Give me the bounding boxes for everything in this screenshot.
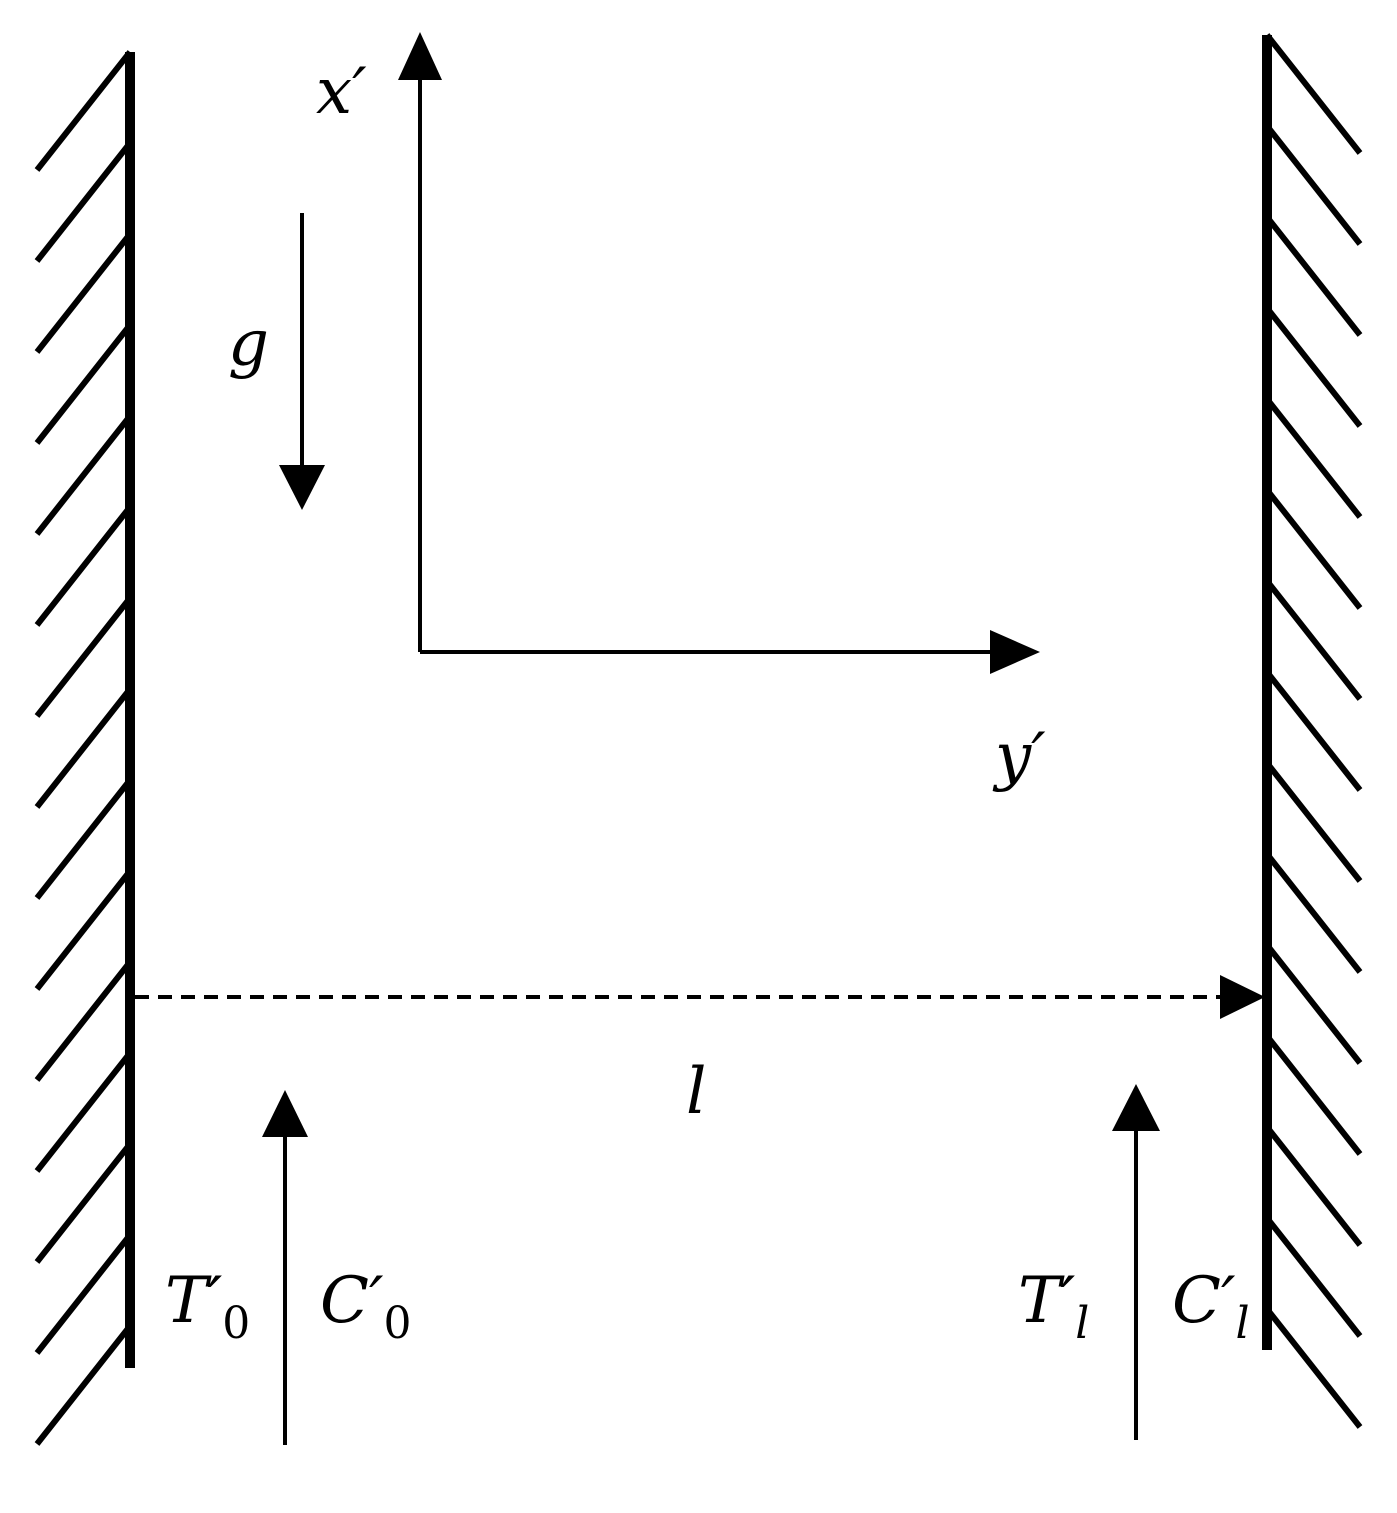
right-wall-hatch-line [1264, 852, 1363, 974]
right-concentration-label: C′l [1172, 1264, 1250, 1349]
left-temperature-label: T′0 [165, 1264, 250, 1349]
x-axis-arrowhead [398, 32, 442, 80]
y-axis-label: y′ [992, 720, 1046, 794]
y-axis-arrowhead [990, 630, 1040, 674]
left-concentration-symbol: C′ [320, 1264, 384, 1338]
left-temperature-symbol: T′ [165, 1264, 223, 1338]
left-wall-hatch-line [34, 1051, 133, 1173]
left-wall-hatching [34, 50, 133, 1446]
left-wall-hatch-line [34, 323, 133, 445]
right-wall-hatch-line [1264, 397, 1363, 519]
left-wall-hatch-line [34, 869, 133, 991]
left-wall-hatch-line [34, 232, 133, 354]
gravity-arrow [279, 213, 325, 510]
left-inflow-arrowhead [262, 1090, 308, 1137]
right-wall-hatch-line [1264, 579, 1363, 701]
right-wall-hatch-line [1264, 124, 1363, 246]
right-wall-hatch-line [1264, 1307, 1363, 1429]
right-temperature-label: T′l [1018, 1264, 1089, 1349]
left-wall-hatch-line [34, 50, 133, 172]
right-concentration-symbol: C′ [1172, 1264, 1236, 1338]
left-wall-hatch-line [34, 960, 133, 1082]
right-temperature-subscript: l [1075, 1298, 1089, 1349]
right-wall [1262, 33, 1363, 1429]
left-wall-hatch-line [34, 778, 133, 900]
right-temperature-symbol: T′ [1018, 1264, 1076, 1338]
right-wall-hatching [1264, 33, 1363, 1429]
left-wall [34, 50, 135, 1446]
gravity-arrowhead [279, 465, 325, 510]
width-arrowhead [1220, 975, 1265, 1019]
left-wall-hatch-line [34, 505, 133, 627]
left-concentration-subscript: 0 [384, 1298, 412, 1349]
left-temperature-subscript: 0 [222, 1298, 250, 1349]
left-wall-hatch-line [34, 687, 133, 809]
right-concentration-subscript: l [1236, 1298, 1250, 1349]
width-label: l [686, 1055, 706, 1129]
right-inflow-arrowhead [1112, 1084, 1160, 1131]
left-inflow-arrow [262, 1090, 308, 1445]
right-wall-hatch-line [1264, 215, 1363, 337]
right-wall-hatch-line [1264, 943, 1363, 1065]
right-wall-hatch-line [1264, 488, 1363, 610]
right-wall-hatch-line [1264, 33, 1363, 155]
left-wall-hatch-line [34, 1233, 133, 1355]
left-wall-hatch-line [34, 414, 133, 536]
width-dimension-arrow [135, 975, 1265, 1019]
left-wall-hatch-line [34, 596, 133, 718]
left-wall-hatch-line [34, 1142, 133, 1264]
coordinate-axes [398, 32, 1040, 674]
left-wall-hatch-line [34, 1324, 133, 1446]
right-wall-hatch-line [1264, 306, 1363, 428]
right-wall-hatch-line [1264, 1216, 1363, 1338]
right-wall-hatch-line [1264, 761, 1363, 883]
right-wall-hatch-line [1264, 1034, 1363, 1156]
right-wall-hatch-line [1264, 670, 1363, 792]
right-inflow-arrow [1112, 1084, 1160, 1440]
gravity-label: g [228, 307, 269, 381]
left-wall-hatch-line [34, 141, 133, 263]
left-concentration-label: C′0 [320, 1264, 412, 1349]
right-wall-hatch-line [1264, 1125, 1363, 1247]
x-axis-label: x′ [316, 55, 367, 129]
